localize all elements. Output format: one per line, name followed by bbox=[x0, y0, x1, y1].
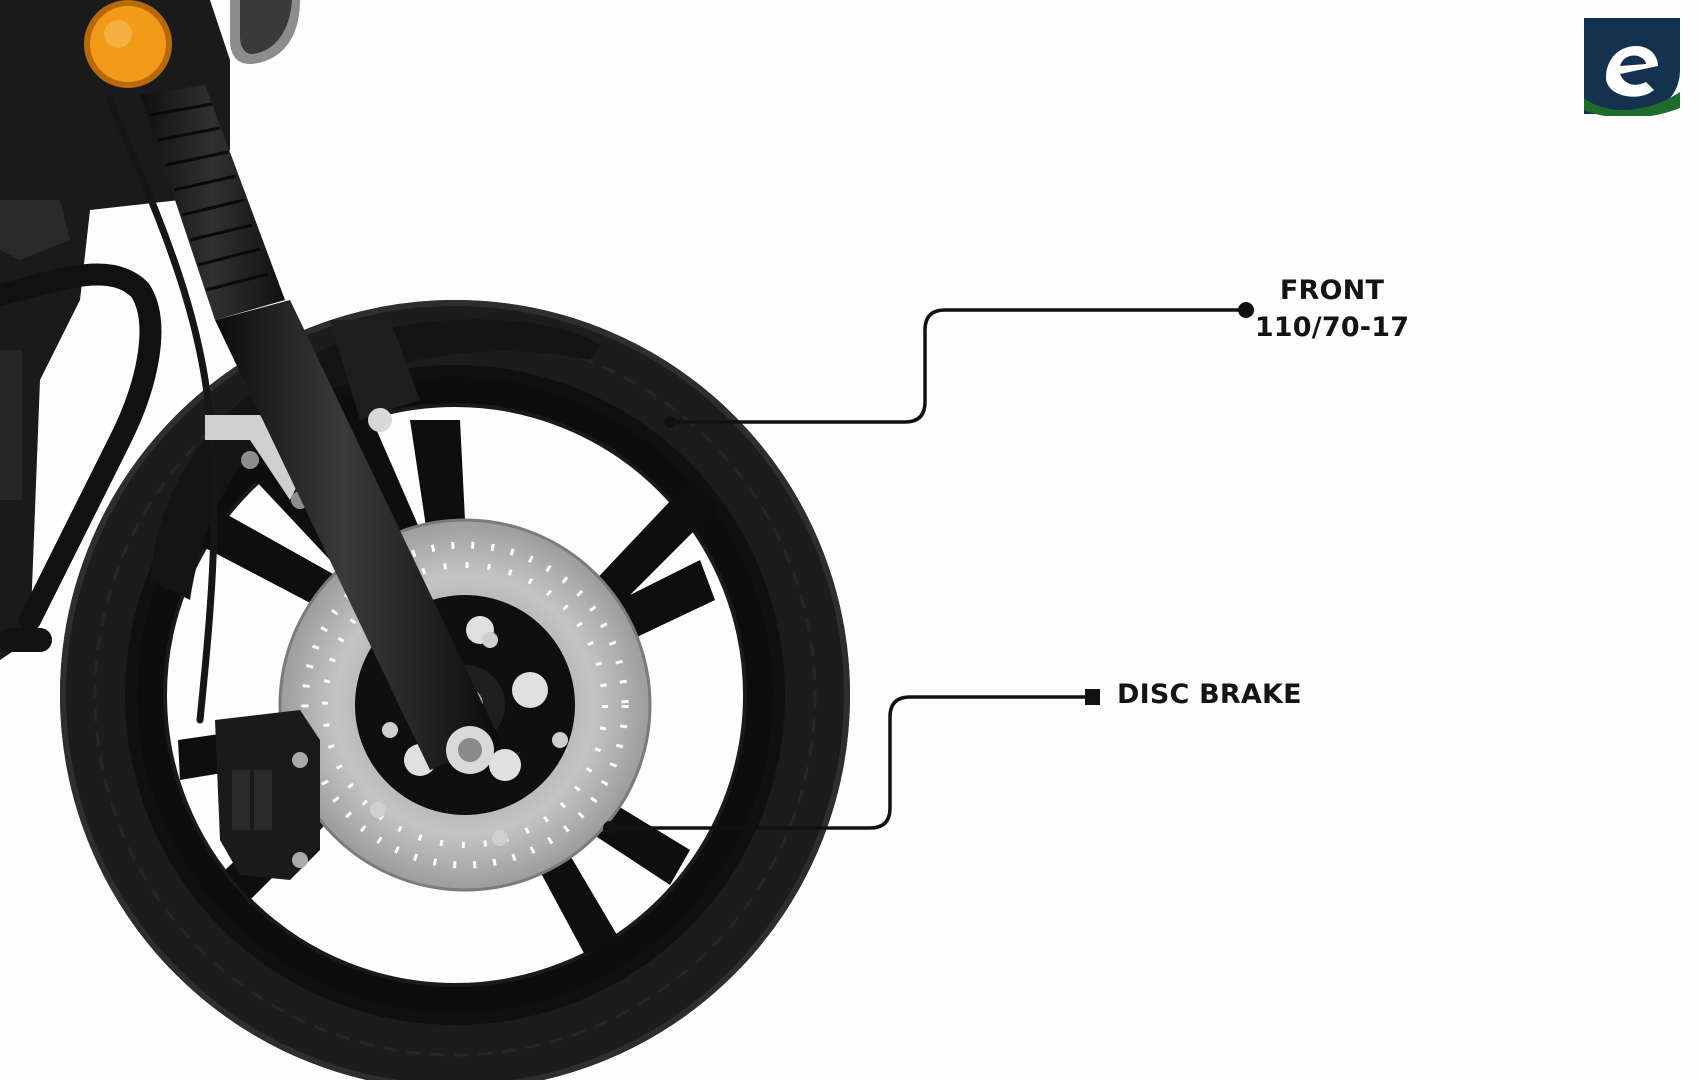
callout-tyre-leader bbox=[670, 308, 1246, 424]
callout-brake-label: DISC BRAKE bbox=[1117, 679, 1302, 710]
brand-e-logo-icon bbox=[1584, 18, 1680, 116]
brake-caliper bbox=[215, 710, 320, 880]
callout-tyre-end-dot bbox=[1238, 302, 1254, 318]
callout-brake-anchor-dot bbox=[603, 821, 617, 835]
callout-tyre-anchor-dot bbox=[664, 416, 676, 428]
callout-tyre-label: FRONT 110/70-17 bbox=[1242, 272, 1422, 346]
callout-brake-end-marker bbox=[1085, 689, 1100, 705]
headlamp bbox=[230, 0, 300, 64]
tyre-size-text: 110/70-17 bbox=[1254, 312, 1410, 343]
crash-guard bbox=[0, 263, 162, 652]
reflector bbox=[84, 0, 172, 88]
hose-clamp bbox=[205, 415, 309, 509]
callout-brake-leader bbox=[610, 695, 1092, 830]
front-fork bbox=[140, 85, 500, 774]
tyre-position-text: FRONT bbox=[1279, 275, 1385, 306]
